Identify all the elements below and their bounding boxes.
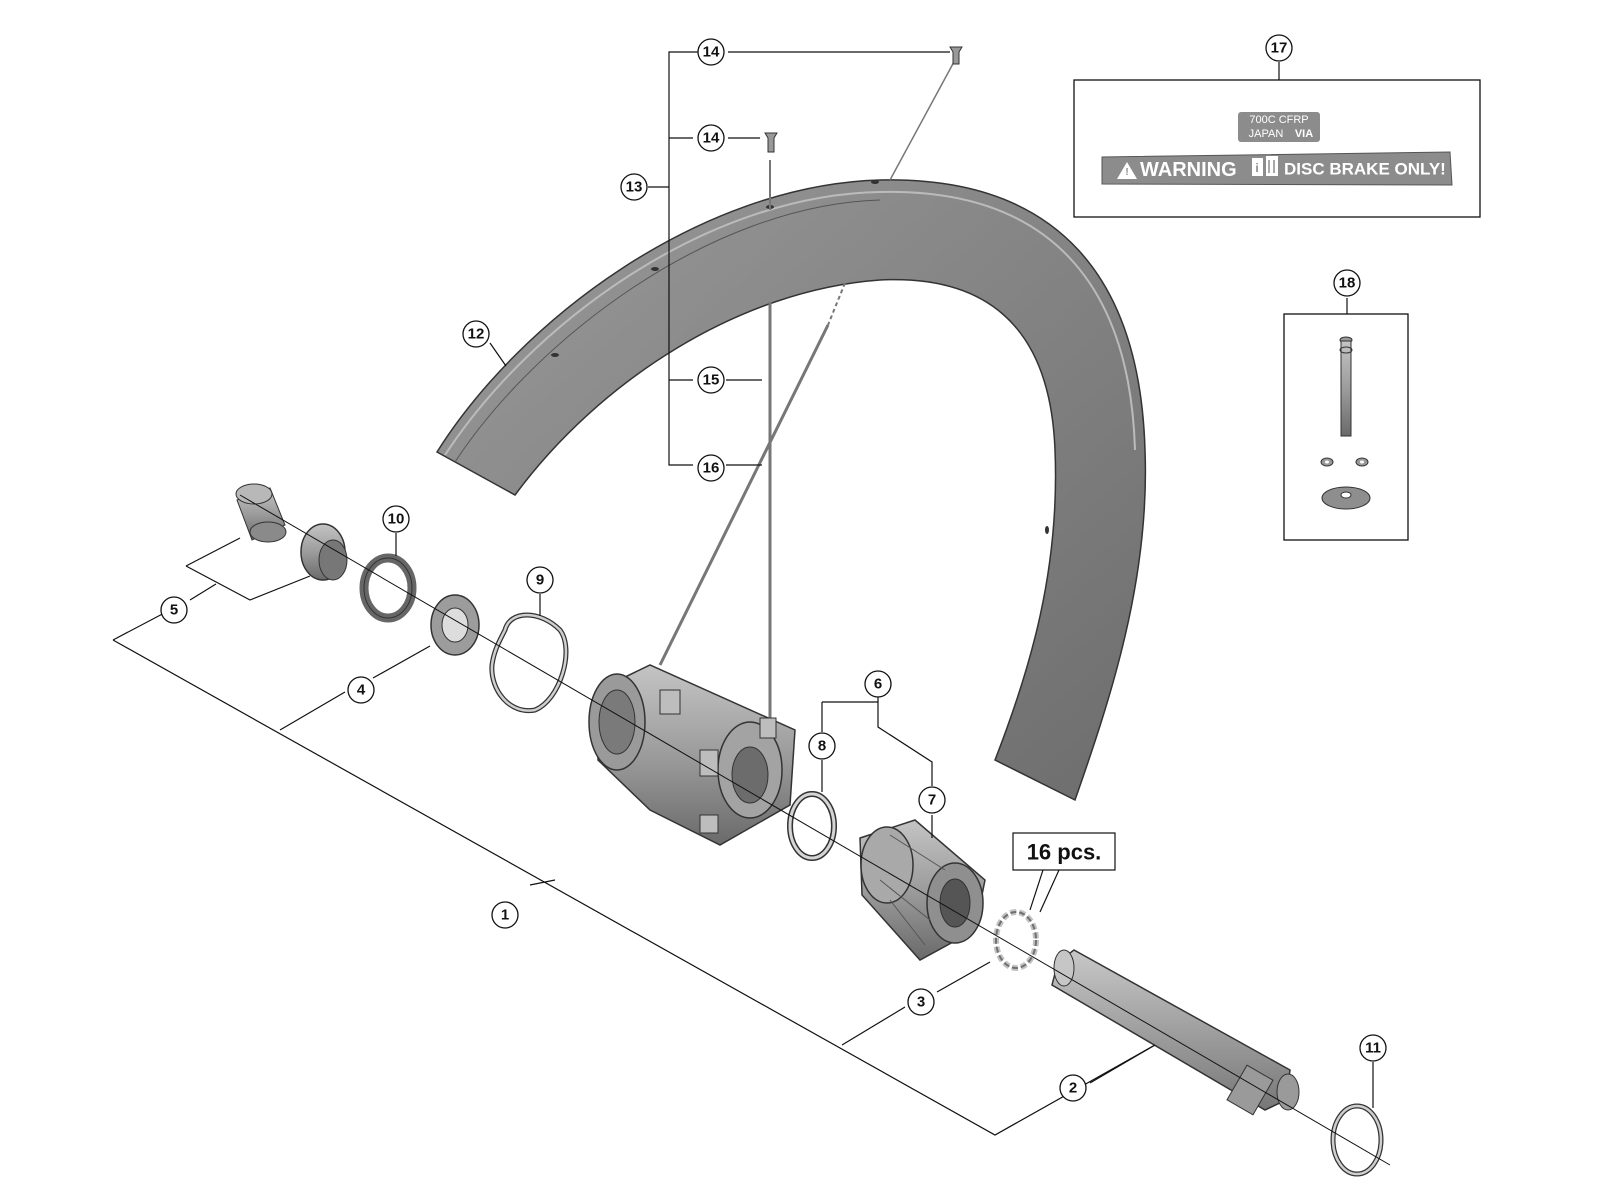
callout-15: 15	[697, 366, 725, 394]
callout-12: 12	[462, 320, 490, 348]
decal-warning-strip: ! WARNING i DISC BRAKE ONLY!	[1101, 151, 1453, 186]
svg-text:14: 14	[703, 130, 720, 147]
svg-text:JAPAN: JAPAN	[1249, 128, 1284, 140]
svg-text:6: 6	[874, 676, 882, 693]
valve-panel	[1283, 313, 1409, 541]
callout-17: 17	[1265, 34, 1293, 62]
svg-text:15: 15	[703, 372, 720, 389]
spoke-set	[658, 46, 963, 720]
svg-text:12: 12	[468, 326, 485, 343]
svg-text:16 pcs.: 16 pcs.	[1027, 840, 1102, 865]
bearing-4	[430, 594, 480, 656]
callout-7: 7	[918, 786, 946, 814]
svg-text:VIA: VIA	[1295, 128, 1313, 140]
callout-2: 2	[1059, 1074, 1087, 1102]
callout-14-top: 14	[697, 38, 725, 66]
svg-text:1: 1	[501, 907, 509, 924]
valve-stem	[1339, 336, 1353, 437]
lock-ring-11	[1330, 1103, 1384, 1177]
nipple-1	[949, 46, 963, 65]
svg-text:17: 17	[1271, 40, 1288, 57]
callout-1: 1	[491, 901, 519, 929]
quantity-note: 16 pcs.	[1012, 832, 1116, 871]
svg-text:14: 14	[703, 44, 720, 61]
svg-text:4: 4	[357, 682, 366, 699]
callout-11: 11	[1359, 1034, 1387, 1062]
svg-text:WARNING: WARNING	[1140, 159, 1237, 181]
svg-text:3: 3	[917, 994, 925, 1011]
nipple-2	[764, 132, 778, 153]
valve-nuts	[1320, 457, 1369, 467]
bearing-cup	[300, 523, 348, 581]
svg-text:11: 11	[1365, 1040, 1381, 1057]
valve-washer	[1321, 486, 1371, 510]
warning-triangle-icon	[1117, 162, 1137, 179]
ball-ring-3	[993, 909, 1039, 971]
callout-18: 18	[1333, 269, 1361, 297]
rim	[435, 179, 1147, 802]
end-cap	[235, 483, 287, 543]
hub-shell	[588, 664, 796, 846]
decal-panel: 700C CFRP JAPAN VIA ! WARNING i DISC BRA…	[1073, 79, 1481, 218]
svg-text:DISC BRAKE ONLY!: DISC BRAKE ONLY!	[1284, 160, 1446, 179]
callout-13: 13	[620, 173, 648, 201]
callout-8: 8	[808, 732, 836, 760]
svg-text:13: 13	[626, 179, 643, 196]
svg-text:700C CFRP: 700C CFRP	[1249, 114, 1308, 126]
svg-text:10: 10	[388, 511, 405, 528]
callout-10: 10	[382, 505, 410, 533]
seal-ring-10	[359, 553, 417, 623]
svg-text:7: 7	[928, 792, 936, 809]
decal-size-label: 700C CFRP JAPAN VIA	[1238, 112, 1320, 142]
axis-centerline	[239, 494, 1391, 1166]
seal-ring-8	[787, 791, 837, 861]
svg-text:16: 16	[703, 460, 720, 477]
callout-9: 9	[526, 566, 554, 594]
svg-text:8: 8	[818, 738, 826, 755]
svg-text:!: !	[1125, 167, 1128, 178]
svg-text:18: 18	[1339, 275, 1356, 292]
callout-4: 4	[347, 676, 375, 704]
svg-text:9: 9	[536, 572, 544, 589]
leader-lines	[112, 51, 1374, 1136]
callout-5: 5	[160, 596, 188, 624]
callout-3: 3	[907, 988, 935, 1016]
info-manual-icon: i	[1252, 156, 1278, 176]
freehub-body-7	[859, 819, 986, 961]
svg-text:2: 2	[1069, 1080, 1077, 1097]
axle	[1051, 949, 1300, 1116]
callout-6: 6	[864, 670, 892, 698]
callout-16: 16	[697, 454, 725, 482]
callout-14-mid: 14	[697, 124, 725, 152]
spring-clip-9	[489, 612, 569, 714]
svg-text:5: 5	[170, 602, 178, 619]
svg-text:i: i	[1255, 161, 1258, 175]
